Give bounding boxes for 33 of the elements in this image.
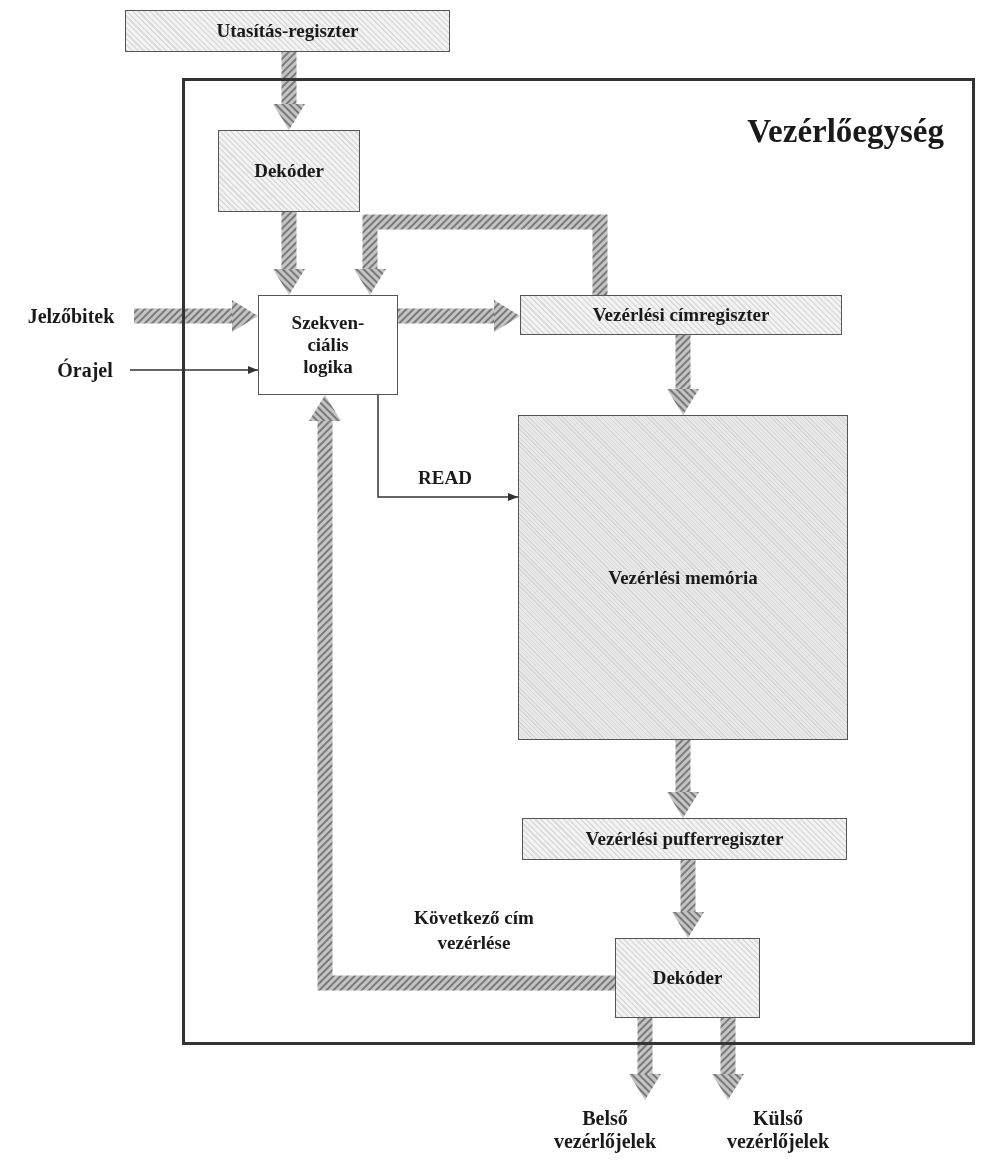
logic-box — [258, 295, 398, 395]
frame-heading: Vezérlőegység — [747, 113, 944, 150]
box-label: Vezérlési memória — [608, 566, 758, 589]
thick-arrow — [667, 740, 699, 818]
memory-box — [518, 415, 848, 740]
thick-arrow — [273, 52, 305, 130]
decoder-box — [218, 130, 360, 212]
thick-arrow — [398, 300, 520, 332]
box-label: Utasítás-regiszter — [216, 20, 359, 42]
box-label: Vezérlési pufferregiszter — [585, 828, 784, 850]
thick-arrow — [309, 395, 615, 991]
register-box — [520, 295, 842, 335]
decoder-box — [615, 938, 760, 1018]
box-label: Vezérlési címregiszter — [592, 304, 770, 326]
thick-arrow — [354, 214, 608, 295]
signal-label: Órajel — [57, 358, 113, 382]
register-box — [522, 818, 847, 860]
thick-arrow — [629, 1018, 661, 1100]
box-label: Szekven-ciális logika — [290, 312, 366, 378]
register-box — [125, 10, 450, 52]
box-label: Dekóder — [254, 160, 324, 182]
arrow — [129, 366, 259, 374]
thick-arrow — [134, 300, 258, 332]
signal-label: Külső vezérlőjelek — [725, 1107, 831, 1153]
signal-label: Jelzőbitek — [27, 304, 115, 328]
control-unit-frame — [182, 78, 975, 1045]
box-label: Dekóder — [652, 967, 723, 989]
thick-arrow — [672, 860, 704, 938]
thick-arrow — [667, 335, 699, 415]
thick-arrow — [273, 212, 305, 295]
arrow — [377, 394, 519, 501]
signal-label: Belső vezérlőjelek — [552, 1107, 658, 1153]
thick-arrow — [712, 1018, 744, 1100]
